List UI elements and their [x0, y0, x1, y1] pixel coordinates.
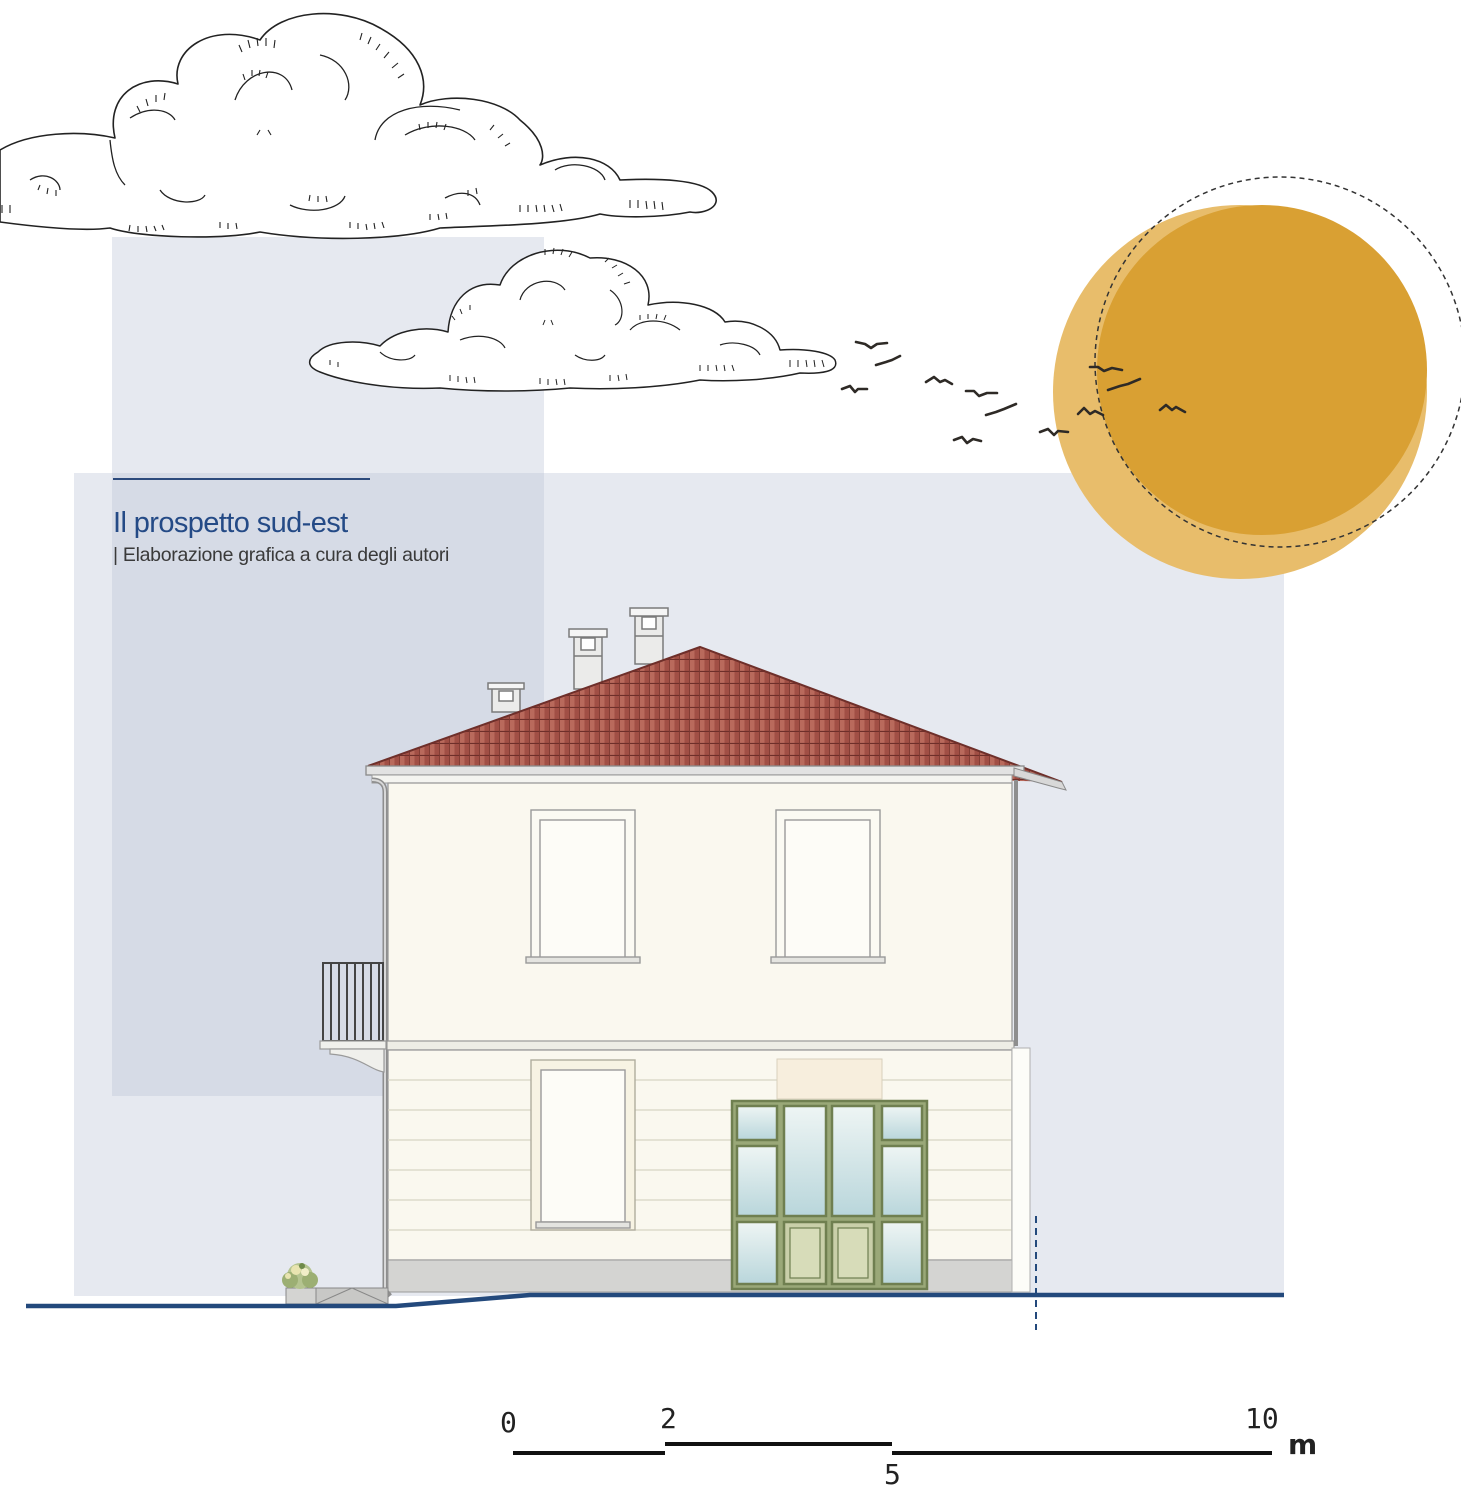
scale-tick-label: 0 [500, 1406, 517, 1439]
cloud-icon [308, 247, 837, 392]
chimney-icon [487, 682, 525, 713]
caption-rule [113, 478, 370, 480]
bird-icon [840, 384, 869, 394]
birds [840, 340, 1187, 445]
house [282, 777, 1031, 1305]
bird-icon [984, 402, 1018, 417]
string-course [385, 1040, 1015, 1051]
door-lintel-panel [776, 1058, 883, 1100]
caption-title: Il prospetto sud-est [113, 507, 348, 539]
upper-floor-wall [387, 782, 1013, 1044]
bird-icon [924, 375, 954, 386]
balcony-slab [319, 1040, 387, 1050]
caption-subtitle: | Elaborazione grafica a cura degli auto… [113, 544, 450, 566]
scale-tick-label: 2 [660, 1402, 677, 1435]
bird-icon [1158, 403, 1187, 414]
bird-icon [1038, 427, 1070, 437]
bird-icon [952, 435, 983, 445]
scale-tick-label: 5 [884, 1458, 901, 1491]
glazed-door [730, 1099, 929, 1291]
balcony-bracket [329, 1048, 385, 1073]
bird-icon [1106, 377, 1142, 392]
bird-icon [964, 389, 999, 398]
window-upper-right [770, 809, 886, 964]
sun-icon [1053, 176, 1461, 579]
window-ground-left [530, 1059, 636, 1231]
caption: Il prospetto sud-est | Elaborazione graf… [113, 478, 553, 568]
cloud-icon [0, 12, 717, 240]
side-wall [1011, 1047, 1031, 1293]
scale-tick-label: 10 [1245, 1402, 1279, 1435]
bird-icon [1076, 406, 1105, 417]
chimneys [487, 607, 669, 713]
bird-icon [854, 340, 889, 350]
scale-unit: m [1288, 1428, 1318, 1461]
ground-line [26, 1292, 1284, 1309]
bird-icon [874, 354, 902, 367]
window-upper-left [525, 809, 641, 964]
bird-icon [1088, 365, 1124, 373]
chimney-icon [568, 628, 608, 690]
potted-shrub-icon [282, 1263, 318, 1305]
chimney-icon [629, 607, 669, 665]
scale-bar [513, 1442, 1272, 1455]
step [315, 1287, 389, 1305]
balcony-railing-icon [322, 962, 384, 1042]
